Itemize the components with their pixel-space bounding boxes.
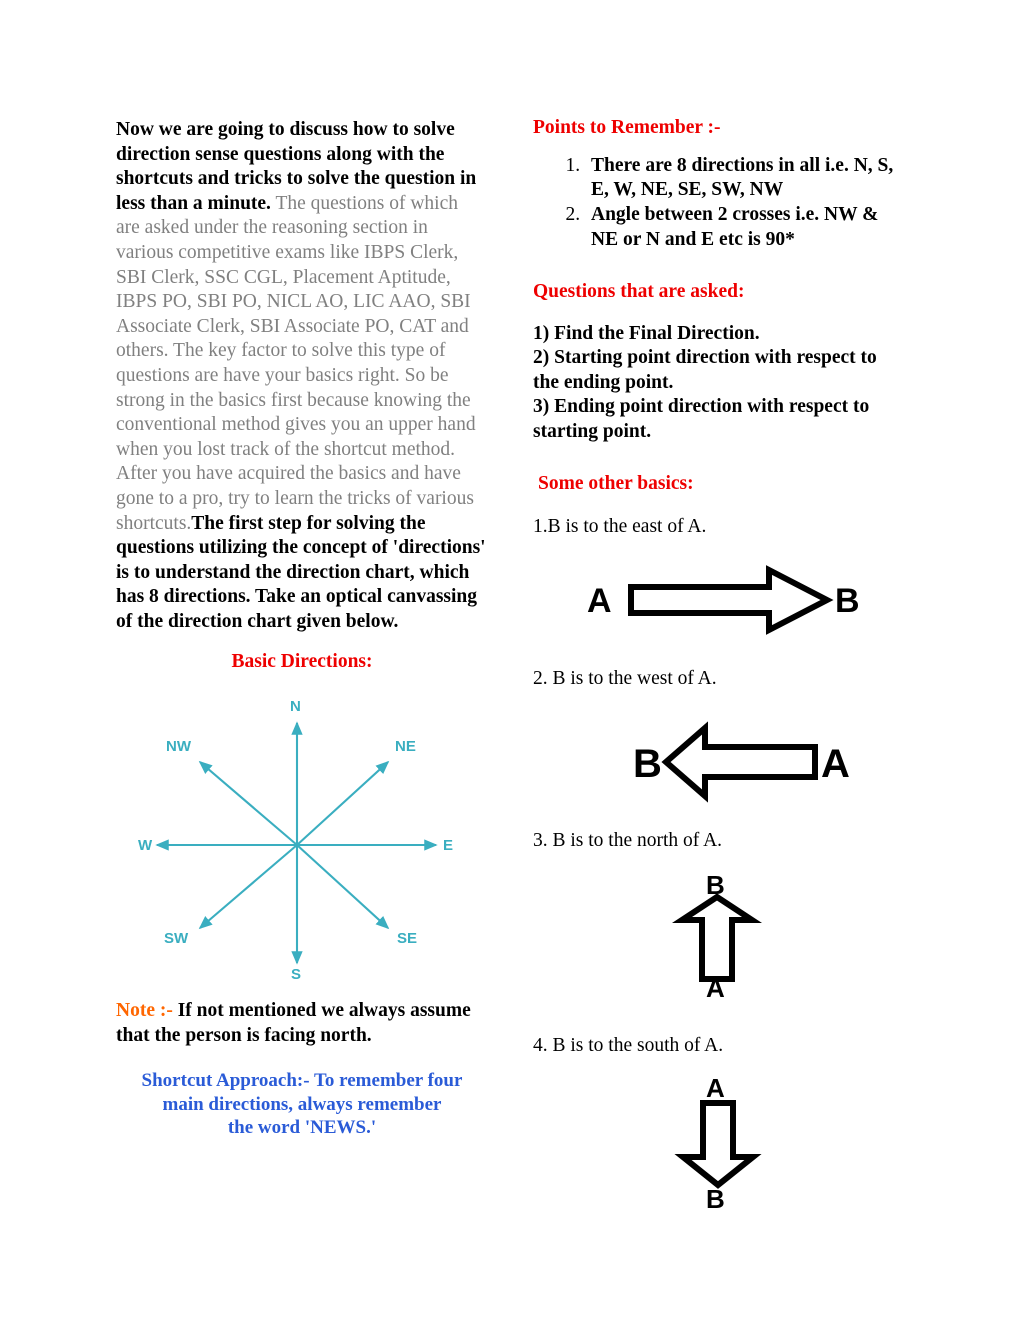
right-column: Points to Remember :- There are 8 direct… xyxy=(533,116,905,496)
arrow-figure-south: A B xyxy=(533,1075,905,1210)
arrow-figure-west: B A xyxy=(533,715,905,810)
compass-arrow-se xyxy=(296,844,390,930)
compass-label-sw: SW xyxy=(164,930,189,947)
question-item: 2) Starting point direction with respect… xyxy=(533,347,877,393)
block-arrow-up-icon xyxy=(671,893,763,982)
arrow-label-a: A xyxy=(706,973,725,997)
questions-list: 1) Find the Final Direction. 2) Starting… xyxy=(533,322,905,445)
compass-arrow-sw xyxy=(198,844,298,930)
arrow-label-b: B xyxy=(835,582,860,620)
question-item: 1) Find the Final Direction. xyxy=(533,322,760,344)
compass-label-se: SE xyxy=(397,930,418,947)
note-block: Note :- If not mentioned we always assum… xyxy=(116,999,488,1048)
compass-label-ne: NE xyxy=(395,738,416,755)
arrow-label-b: B xyxy=(706,1184,725,1210)
intro-tail-text: The first step for solving the questions… xyxy=(116,512,486,632)
shortcut-approach-block: Shortcut Approach:- To remember four mai… xyxy=(116,1069,488,1140)
basic-label-south: 4. B is to the south of A. xyxy=(533,1035,724,1056)
arrow-figure-east: A B xyxy=(533,560,905,650)
compass-diagram: N S E W NE NW SE SW xyxy=(116,690,488,990)
intro-grey-text: The questions of which are asked under t… xyxy=(116,192,476,534)
compass-label-w: W xyxy=(138,837,153,854)
basic-label-east: 1.B is to the east of A. xyxy=(533,516,707,537)
arrow-label-a: A xyxy=(587,582,612,620)
question-item: 3) Ending point direction with respect t… xyxy=(533,396,870,442)
arrow-label-b: B xyxy=(706,872,725,900)
questions-asked-heading: Questions that are asked: xyxy=(533,280,745,302)
shortcut-line-1: Shortcut Approach:- To remember four xyxy=(141,1070,463,1091)
note-text: If not mentioned we always assume that t… xyxy=(116,1000,471,1046)
compass-arrow-nw xyxy=(198,760,298,846)
points-to-remember-heading: Points to Remember :- xyxy=(533,117,721,138)
basic-directions-heading: Basic Directions: xyxy=(231,651,373,672)
note-keyword: Note :- xyxy=(116,1000,173,1021)
shortcut-line-3: the word 'NEWS.' xyxy=(227,1117,377,1138)
some-other-basics-heading: Some other basics: xyxy=(538,473,694,495)
arrow-label-a: A xyxy=(821,742,850,786)
compass-arrow-ne xyxy=(296,760,390,846)
intro-lead-text: Now we are going to discuss how to solve… xyxy=(116,119,477,214)
points-list: There are 8 directions in all i.e. N, S,… xyxy=(533,154,905,252)
block-arrow-right-icon xyxy=(628,565,834,635)
compass-label-n: N xyxy=(290,698,301,715)
compass-label-nw: NW xyxy=(166,738,191,755)
basic-label-west: 2. B is to the west of A. xyxy=(533,668,717,689)
compass-label-e: E xyxy=(443,837,454,854)
list-item: Angle between 2 crosses i.e. NW & NE or … xyxy=(585,203,905,251)
list-item: There are 8 directions in all i.e. N, S,… xyxy=(585,154,905,202)
block-arrow-left-icon xyxy=(661,721,818,803)
arrow-label-b: B xyxy=(633,742,662,786)
shortcut-line-2: main directions, always remember xyxy=(162,1093,442,1115)
arrow-figure-north: B A xyxy=(533,872,905,997)
block-arrow-down-icon xyxy=(674,1100,762,1189)
compass-label-s: S xyxy=(291,966,302,983)
basic-label-north: 3. B is to the north of A. xyxy=(533,830,723,851)
arrow-label-a: A xyxy=(706,1075,725,1103)
left-column: Now we are going to discuss how to solve… xyxy=(116,118,486,634)
intro-paragraph: Now we are going to discuss how to solve… xyxy=(116,118,486,634)
